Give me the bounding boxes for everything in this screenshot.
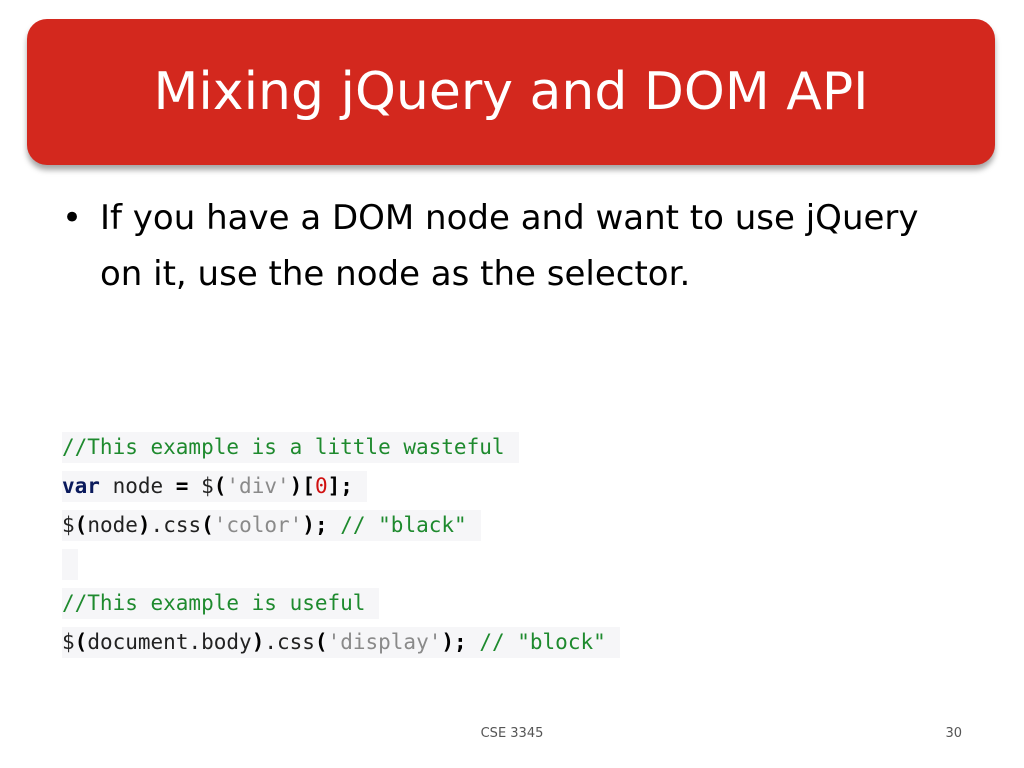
footer-course: CSE 3345 (480, 726, 544, 741)
code-paren: ( (74, 513, 88, 537)
code-bracket: ]; (327, 474, 353, 498)
code-comment: //This example is a little wasteful (62, 435, 505, 459)
code-keyword: var (62, 474, 100, 498)
code-paren: ( (213, 474, 227, 498)
code-paren: ); (302, 513, 328, 537)
code-line-6: $(document.body).css('display'); // "blo… (62, 627, 620, 658)
slide-title: Mixing jQuery and DOM API (153, 62, 869, 122)
code-paren: ) (289, 474, 303, 498)
code-paren: ( (201, 513, 214, 537)
code-line-3: $(node).css('color'); // "black" (62, 510, 481, 541)
code-paren: ( (74, 630, 88, 654)
code-block: //This example is a little wasteful var … (62, 432, 620, 666)
bullet-item: • If you have a DOM node and want to use… (62, 190, 962, 302)
code-text: node (87, 513, 138, 537)
bullet-text: If you have a DOM node and want to use j… (100, 198, 919, 294)
code-line-1: //This example is a little wasteful (62, 432, 519, 463)
code-text: $ (62, 630, 75, 654)
code-line-2: var node = $('div')[0]; (62, 471, 367, 502)
code-text: $ (62, 513, 75, 537)
code-line-5: //This example is useful (62, 588, 380, 619)
code-line-4 (62, 549, 78, 580)
code-string: 'color' (213, 513, 303, 537)
code-paren: ) (137, 513, 151, 537)
code-string: 'display' (327, 630, 442, 654)
bullet-dot: • (62, 198, 83, 238)
code-comment: // "black" (327, 513, 467, 537)
code-text: .css (150, 513, 202, 537)
code-paren: ) (251, 630, 265, 654)
title-banner: Mixing jQuery and DOM API (27, 19, 995, 165)
code-comment: //This example is useful (62, 591, 366, 615)
footer-page-number: 30 (945, 726, 962, 741)
code-paren: ( (314, 630, 328, 654)
code-text: node (99, 474, 176, 498)
code-paren: ); (441, 630, 467, 654)
code-text: .css (264, 630, 315, 654)
code-bracket: [ (302, 474, 315, 498)
code-comment: // "block" (466, 630, 606, 654)
code-number: 0 (314, 474, 328, 498)
code-operator: = (175, 474, 189, 498)
bullet-list: • If you have a DOM node and want to use… (62, 190, 962, 302)
code-text: document.body (87, 630, 252, 654)
code-text: $ (188, 474, 214, 498)
code-string: 'div' (226, 474, 290, 498)
